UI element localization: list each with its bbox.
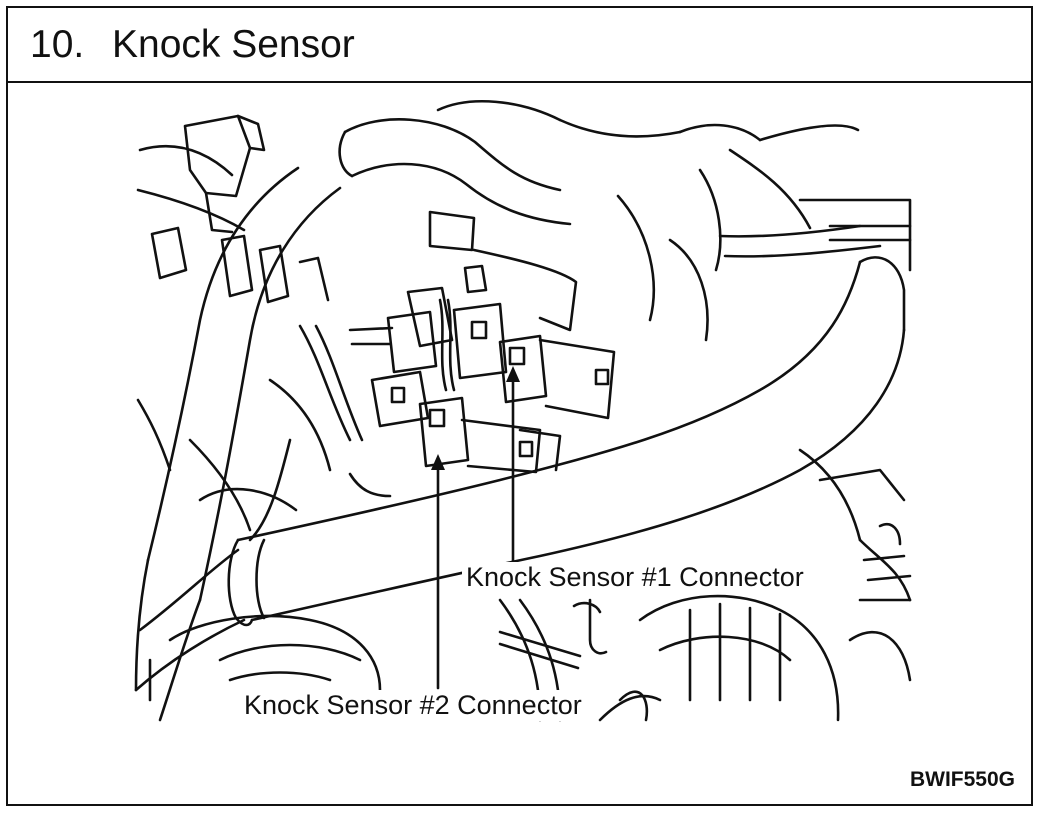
callout-knock-sensor-2: Knock Sensor #2 Connector	[240, 690, 586, 721]
callout-knock-sensor-1: Knock Sensor #1 Connector	[462, 562, 808, 593]
page-title: Knock Sensor	[112, 22, 355, 66]
section-number: 10.	[30, 22, 85, 66]
figure-frame: 10. Knock Sensor	[6, 6, 1033, 806]
figure-code: BWIF550G	[909, 768, 1015, 791]
title-bar: 10. Knock Sensor	[8, 8, 1031, 83]
